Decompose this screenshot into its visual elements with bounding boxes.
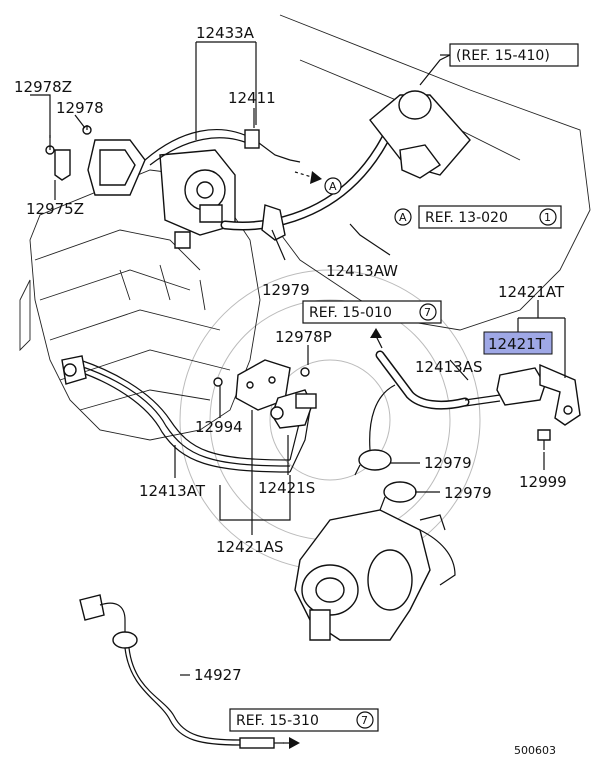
label-14927: 14927 bbox=[194, 666, 242, 684]
reference-boxes: (REF. 15-410) REF. 13-020 1 A A REF. 15-… bbox=[229, 43, 579, 732]
clamps-12979 bbox=[354, 449, 417, 511]
part-labels: 12433A 12411 12978Z 12978 12975Z 12979 1… bbox=[14, 24, 567, 684]
label-12979-top: 12979 bbox=[262, 281, 310, 299]
hose-12413AW bbox=[220, 115, 400, 241]
hose-12413AS bbox=[369, 350, 501, 451]
ref-15-310-number: 7 bbox=[361, 714, 368, 727]
marker-A-top: A bbox=[329, 180, 337, 193]
label-12413AS: 12413AS bbox=[415, 358, 483, 376]
sensor-12421T bbox=[496, 363, 581, 450]
label-12978P: 12978P bbox=[275, 328, 332, 346]
label-12433A: 12433A bbox=[196, 24, 255, 42]
label-12411: 12411 bbox=[228, 89, 276, 107]
o2-sensor-14927 bbox=[79, 594, 284, 749]
highlight-12421T bbox=[483, 331, 553, 355]
label-12421S: 12421S bbox=[258, 479, 315, 497]
marker-A-ref: A bbox=[399, 211, 407, 224]
tube-12411 bbox=[144, 129, 301, 166]
diagram-id: 500603 bbox=[514, 744, 556, 757]
ref-13-020-number: 1 bbox=[544, 211, 551, 224]
arrows bbox=[283, 171, 383, 749]
label-12413AW: 12413AW bbox=[326, 262, 398, 280]
label-12975Z: 12975Z bbox=[26, 200, 84, 218]
label-12421AS: 12421AS bbox=[216, 538, 284, 556]
ref-15-010: REF. 15-010 bbox=[309, 305, 392, 321]
turbocharger bbox=[294, 509, 456, 641]
label-12994: 12994 bbox=[195, 418, 243, 436]
ref-15-410: (REF. 15-410) bbox=[456, 48, 550, 64]
ref-15-010-number: 7 bbox=[424, 306, 431, 319]
leader-lines bbox=[30, 41, 566, 676]
bracket-12975Z bbox=[45, 125, 146, 196]
ref-15-310: REF. 15-310 bbox=[236, 713, 319, 729]
ref-13-020: REF. 13-020 bbox=[425, 210, 508, 226]
bracket-12421AS bbox=[213, 359, 291, 411]
solenoid-12421S bbox=[270, 367, 317, 429]
label-12979-low: 12979 bbox=[444, 484, 492, 502]
throttle-body bbox=[159, 149, 236, 249]
label-12978Z: 12978Z bbox=[14, 78, 72, 96]
label-12978: 12978 bbox=[56, 99, 104, 117]
intake-pipe bbox=[369, 54, 471, 179]
label-12413AT: 12413AT bbox=[139, 482, 206, 500]
label-12421AT: 12421AT bbox=[498, 283, 565, 301]
label-12421T: 12421T bbox=[488, 335, 546, 353]
label-12999: 12999 bbox=[519, 473, 567, 491]
label-12979-mid: 12979 bbox=[424, 454, 472, 472]
